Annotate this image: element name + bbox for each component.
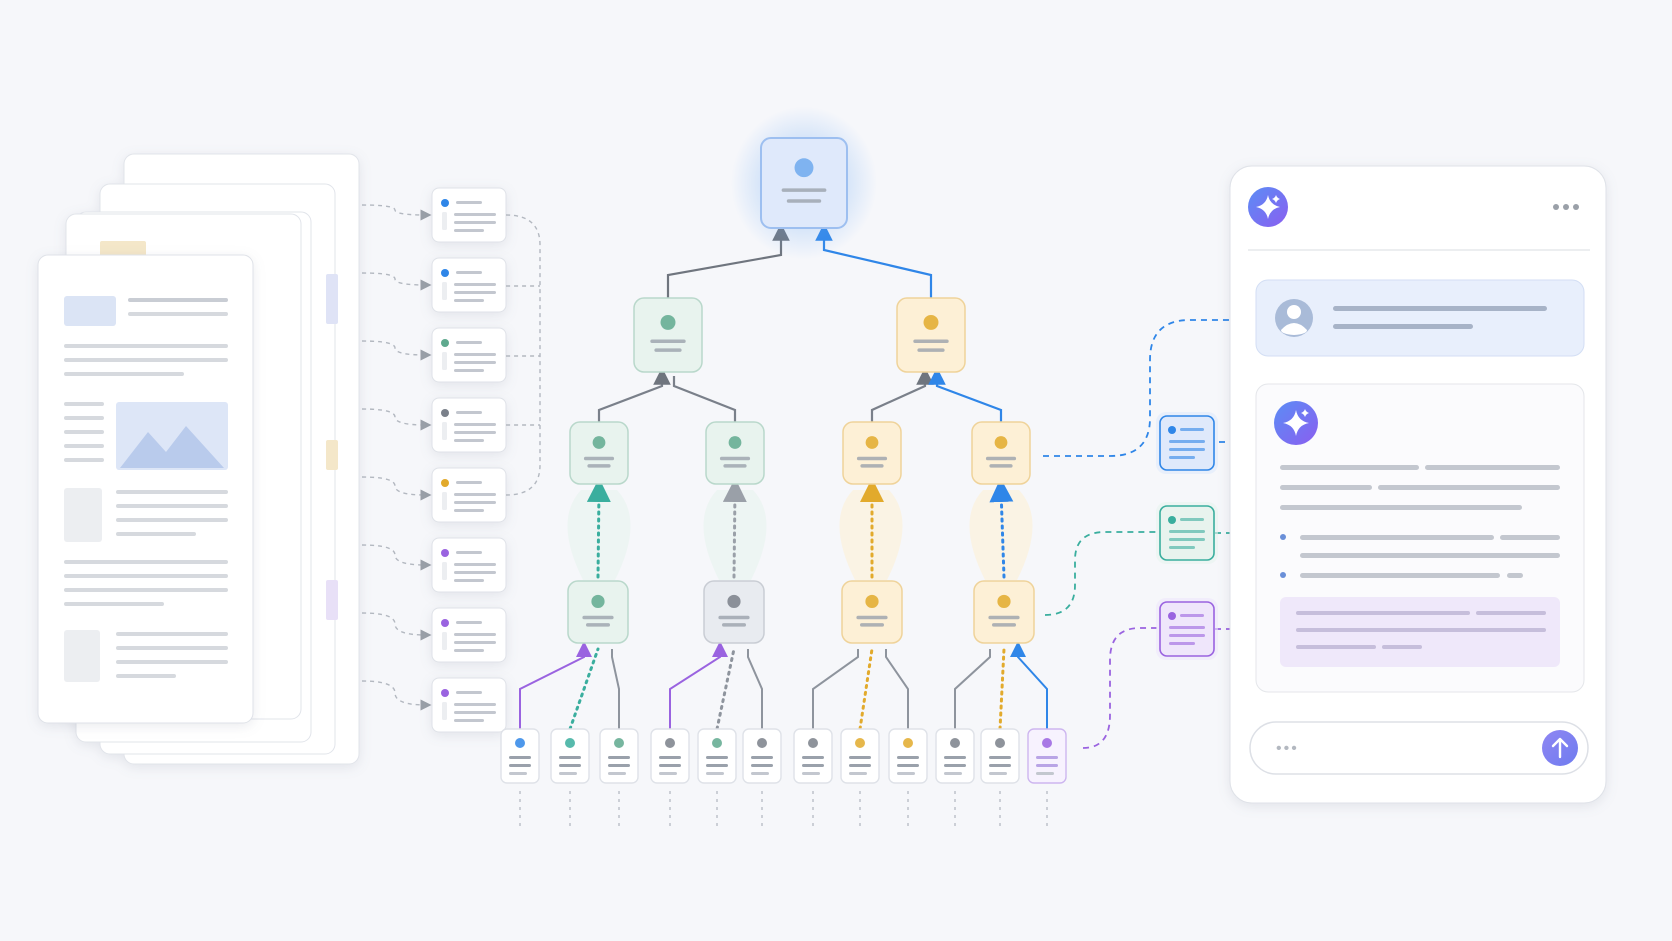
document-content: [64, 296, 228, 682]
leaf-chunk: [1027, 728, 1067, 784]
leaf-chunk: [697, 728, 737, 784]
summary-node-level3: [973, 580, 1035, 644]
flow-glow: [969, 490, 1033, 580]
chunk-link: [361, 340, 432, 361]
tree-edge: [870, 367, 934, 422]
summary-node-level1: [633, 297, 703, 373]
chunk-link: [361, 680, 432, 711]
leaf-chunk: [599, 728, 639, 784]
chunk-card: [431, 537, 507, 593]
chunk-card: [431, 327, 507, 383]
leaf-edge: [715, 647, 736, 731]
retrieved-chunk-card: [1156, 598, 1218, 660]
tree-edge: [722, 478, 747, 579]
summary-node-level3: [841, 580, 903, 644]
leaf-chunk: [500, 728, 540, 784]
leaf-edge: [954, 649, 991, 729]
chunk-card: [431, 677, 507, 733]
chunk-link: [361, 408, 432, 431]
chunk-link: [361, 476, 432, 501]
chunk-card: [431, 607, 507, 663]
summary-node-level2: [569, 421, 629, 485]
chat-input[interactable]: •••: [1249, 721, 1589, 775]
leaf-chunks: [500, 728, 1067, 828]
summary-node-level2: [842, 421, 902, 485]
leaf-edge: [858, 647, 874, 731]
leaf-edge: [812, 649, 859, 729]
assistant-header-sparkle-icon: [1248, 187, 1288, 227]
leaf-edge: [519, 641, 592, 729]
leaf-chunk: [888, 728, 928, 784]
tree-edge: [672, 376, 737, 422]
document-stack: [37, 153, 360, 765]
summary-tree: [567, 106, 1035, 644]
chunk-card: [431, 257, 507, 313]
tree-edge: [989, 478, 1014, 579]
tree-edges: [519, 223, 1048, 731]
tree-edge: [597, 367, 671, 422]
chunk-link: [361, 612, 432, 641]
chunk-card: [431, 187, 507, 243]
chunk-bracket: [505, 214, 541, 496]
leaf-edge: [611, 649, 620, 729]
retrieved-chunk-card: [1156, 412, 1218, 474]
tree-edge: [586, 478, 611, 579]
leaf-chunk: [840, 728, 880, 784]
document-to-chunk-links: [361, 204, 432, 711]
more-horizontal-icon[interactable]: [1553, 204, 1579, 210]
leaf-chunk: [650, 728, 690, 784]
leaf-chunk: [980, 728, 1020, 784]
assistant-sparkle-icon: [1274, 401, 1318, 445]
leaf-chunk: [550, 728, 590, 784]
user-avatar-icon: [1275, 299, 1313, 337]
chunk-link: [361, 544, 432, 571]
chunk-list: [431, 187, 507, 733]
leaf-edge: [747, 649, 763, 729]
summary-node-level2: [971, 421, 1031, 485]
root-node: [730, 106, 878, 260]
summary-node-level2: [705, 421, 765, 485]
tree-edge: [928, 367, 1003, 422]
retrieved-chunk-card: [1156, 502, 1218, 564]
chunk-link: [361, 204, 432, 221]
leaf-chunk: [935, 728, 975, 784]
leaf-edge: [669, 641, 728, 729]
leaf-edge: [998, 647, 1006, 731]
summary-node-level3: [567, 580, 629, 644]
summary-node-level1: [896, 297, 966, 373]
summary-node-level3: [703, 580, 765, 644]
user-message: [1255, 279, 1585, 357]
send-button[interactable]: [1542, 730, 1578, 766]
leaf-edge: [885, 649, 909, 729]
chunk-link: [361, 272, 432, 291]
chat-panel: •••: [1229, 165, 1607, 804]
leaf-chunk: [742, 728, 782, 784]
chat-input-placeholder: •••: [1276, 740, 1299, 757]
chunk-card: [431, 467, 507, 523]
leaf-edge: [1010, 641, 1048, 729]
assistant-message: [1255, 383, 1585, 693]
chunk-card: [431, 397, 507, 453]
leaf-edge: [568, 647, 600, 731]
arrow-up-icon: [1551, 737, 1569, 759]
leaf-chunk: [793, 728, 833, 784]
retrieved-chunks: [1156, 412, 1218, 660]
